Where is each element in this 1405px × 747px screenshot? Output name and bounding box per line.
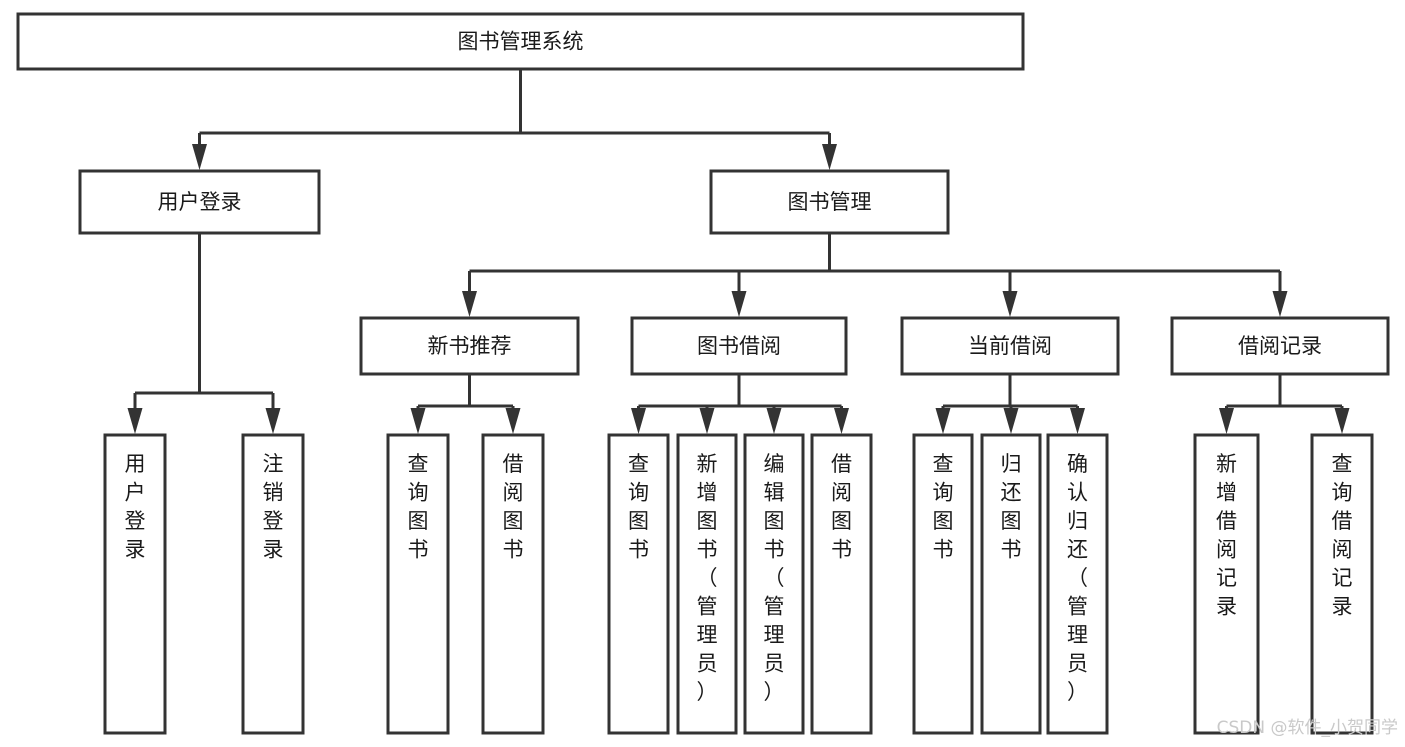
connector-arrowhead	[699, 408, 715, 434]
node-box	[78, 169, 321, 235]
node-label: 图书管理	[788, 190, 872, 214]
node-leaf-new-query[interactable]: 查询图书	[386, 433, 450, 735]
node-label: 新增借阅记录	[1216, 452, 1237, 619]
node-box	[980, 433, 1042, 735]
connector-arrowhead	[1219, 408, 1234, 434]
node-leaf-borrow-do[interactable]: 借阅图书	[810, 433, 873, 735]
node-leaf-cur-query[interactable]: 查询图书	[912, 433, 974, 735]
node-label: 查询图书	[628, 452, 649, 562]
node-root[interactable]: 图书管理系统	[16, 12, 1025, 71]
connector-arrowhead	[1002, 291, 1018, 317]
node-label: 查询借阅记录	[1332, 452, 1353, 619]
node-box	[676, 433, 738, 735]
node-label: 当前借阅	[968, 334, 1052, 358]
node-label: 确认归还（管理员）	[1067, 452, 1088, 704]
node-box	[630, 316, 848, 376]
connector-arrowhead	[127, 408, 143, 434]
node-newbook[interactable]: 新书推荐	[359, 316, 580, 376]
connector-arrowhead	[462, 291, 477, 317]
node-current[interactable]: 当前借阅	[900, 316, 1120, 376]
node-label: 用户登录	[125, 452, 146, 562]
node-box	[103, 433, 167, 735]
node-box	[1170, 316, 1390, 376]
node-box	[709, 169, 950, 235]
node-box	[743, 433, 805, 735]
node-borrow[interactable]: 图书借阅	[630, 316, 848, 376]
node-label: 编辑图书（管理员）	[764, 452, 785, 704]
connector-arrowhead	[410, 408, 426, 434]
node-box	[359, 316, 580, 376]
node-layer: 图书管理系统用户登录图书管理新书推荐图书借阅当前借阅借阅记录用户登录注销登录查询…	[16, 12, 1390, 735]
connector-arrowhead	[731, 291, 747, 317]
node-leaf-borrow-edit[interactable]: 编辑图书（管理员）	[743, 433, 805, 735]
node-label: 新书推荐	[428, 334, 512, 358]
node-label: 查询图书	[933, 452, 954, 562]
watermark-label: CSDN @软件_小贺同学	[1217, 718, 1398, 738]
node-box	[241, 433, 305, 735]
node-label: 查询图书	[408, 452, 429, 562]
node-label: 图书管理系统	[458, 30, 584, 54]
node-box	[1046, 433, 1109, 735]
node-leaf-borrow-add[interactable]: 新增图书（管理员）	[676, 433, 738, 735]
connector-arrowhead	[822, 144, 837, 170]
node-label: 新增图书（管理员）	[697, 452, 718, 704]
connector-arrowhead	[1003, 408, 1019, 434]
node-leaf-user-login[interactable]: 用户登录	[103, 433, 167, 735]
node-box	[912, 433, 974, 735]
node-label: 借阅记录	[1238, 334, 1322, 358]
node-box	[481, 433, 545, 735]
node-leaf-rec-add[interactable]: 新增借阅记录	[1193, 433, 1260, 735]
node-box	[900, 316, 1120, 376]
connector-arrowhead	[1334, 408, 1350, 434]
node-box	[607, 433, 670, 735]
node-box	[386, 433, 450, 735]
connector-arrowhead	[265, 408, 281, 434]
node-box	[1193, 433, 1260, 735]
node-leaf-user-logout[interactable]: 注销登录	[241, 433, 305, 735]
node-label: 注销登录	[263, 452, 284, 562]
node-leaf-borrow-query[interactable]: 查询图书	[607, 433, 670, 735]
connector-arrowhead	[631, 408, 646, 434]
node-label: 借阅图书	[503, 452, 524, 562]
connector-arrowhead	[192, 144, 207, 170]
connector-arrowhead	[1272, 291, 1288, 317]
node-box	[810, 433, 873, 735]
node-login[interactable]: 用户登录	[78, 169, 321, 235]
node-label: 图书借阅	[697, 334, 781, 358]
node-box	[16, 12, 1025, 71]
connector-arrowhead	[834, 408, 849, 434]
node-leaf-cur-confirm[interactable]: 确认归还（管理员）	[1046, 433, 1109, 735]
node-leaf-new-borrow[interactable]: 借阅图书	[481, 433, 545, 735]
connector-arrowhead	[935, 408, 951, 434]
connector-arrowhead	[505, 408, 521, 434]
node-label: 归还图书	[1001, 452, 1022, 562]
node-label: 借阅图书	[831, 452, 852, 562]
node-leaf-cur-return[interactable]: 归还图书	[980, 433, 1042, 735]
node-leaf-rec-query[interactable]: 查询借阅记录	[1310, 433, 1374, 735]
node-bookmgmt[interactable]: 图书管理	[709, 169, 950, 235]
node-box	[1310, 433, 1374, 735]
node-records[interactable]: 借阅记录	[1170, 316, 1390, 376]
node-label: 用户登录	[158, 190, 242, 214]
connector-arrowhead	[766, 408, 782, 434]
connector-layer	[127, 69, 1350, 434]
connector-arrowhead	[1070, 408, 1085, 434]
